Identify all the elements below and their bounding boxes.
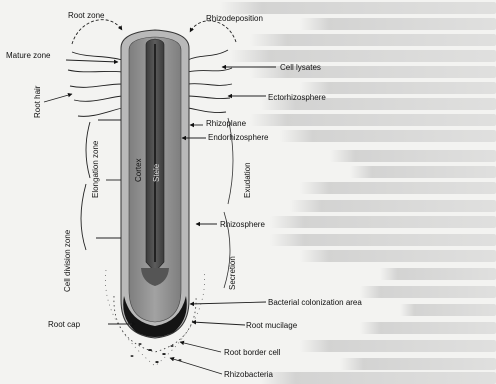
- label-cell-division-zone: Cell division zone: [63, 229, 72, 292]
- label-root-zone: Root zone: [68, 11, 105, 20]
- root-zone-arc: [72, 20, 122, 44]
- label-rhizodeposition: Rhizodeposition: [206, 14, 263, 23]
- elongation-bracket: [86, 122, 90, 178]
- label-ectorhizosphere: Ectorhizosphere: [268, 93, 326, 102]
- label-rhizobacteria: Rhizobacteria: [224, 370, 273, 379]
- root-hairs-right: [188, 50, 232, 113]
- rhizobacteria-specks: [131, 343, 182, 363]
- label-root-hair: Root hair: [33, 85, 42, 118]
- label-root-mucilage: Root mucilage: [246, 321, 298, 330]
- exudation-bracket: [228, 118, 233, 204]
- cell-division-bracket: [81, 184, 86, 250]
- label-endorhizosphere: Endorhizosphere: [208, 133, 269, 142]
- label-cell-lysates: Cell lysates: [280, 63, 321, 72]
- label-rhizoplane: Rhizoplane: [206, 119, 247, 128]
- label-stele: Stele: [152, 163, 161, 182]
- label-root-border-cell: Root border cell: [224, 348, 281, 357]
- label-bacterial-colonization-area: Bacterial colonization area: [268, 298, 362, 307]
- label-secretion: Secretion: [228, 256, 237, 290]
- label-cortex: Cortex: [134, 158, 143, 182]
- rhizodeposition-arc: [190, 21, 236, 42]
- label-mature-zone: Mature zone: [6, 51, 51, 60]
- label-exudation: Exudation: [243, 162, 252, 198]
- label-rhizosphere: Rhizosphere: [220, 220, 265, 229]
- label-root-cap: Root cap: [48, 320, 81, 329]
- label-elongation-zone: Elongation zone: [91, 140, 100, 198]
